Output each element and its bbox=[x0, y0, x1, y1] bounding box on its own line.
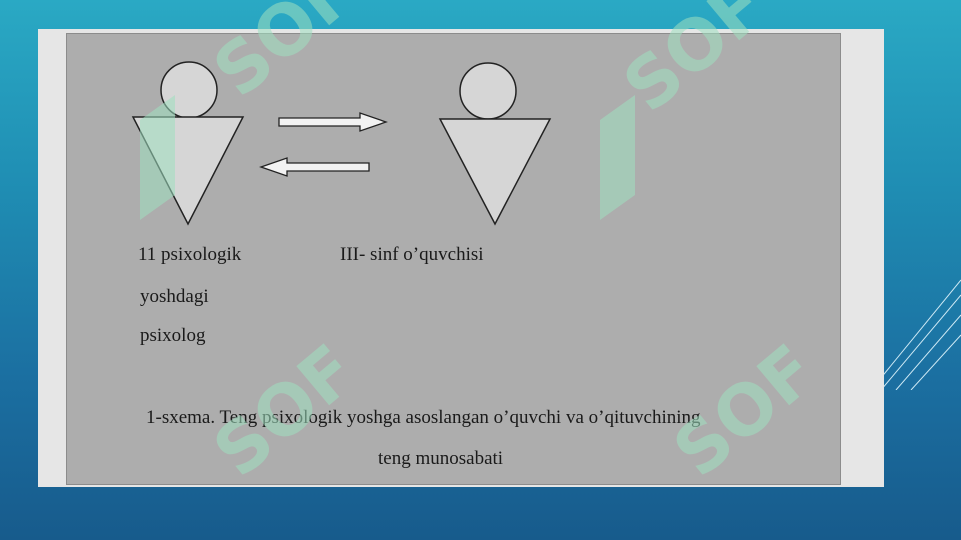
decorative-lines bbox=[871, 279, 961, 390]
caption-line1: 1-sxema. Teng psixologik yoshga asoslang… bbox=[146, 407, 701, 428]
arrow-left bbox=[259, 157, 370, 177]
caption-line2: teng munosabati bbox=[378, 448, 504, 469]
left-person-figure bbox=[131, 61, 245, 226]
left-figure-label-line2: yoshdagi bbox=[140, 286, 209, 307]
left-figure-label-line3: psixolog bbox=[140, 325, 206, 346]
arrow-right bbox=[278, 112, 388, 132]
right-person-figure bbox=[438, 62, 552, 226]
right-figure-label: III- sinf o’quvchisi bbox=[340, 244, 484, 265]
left-figure-label-line1: 11 psixologik bbox=[138, 244, 242, 265]
